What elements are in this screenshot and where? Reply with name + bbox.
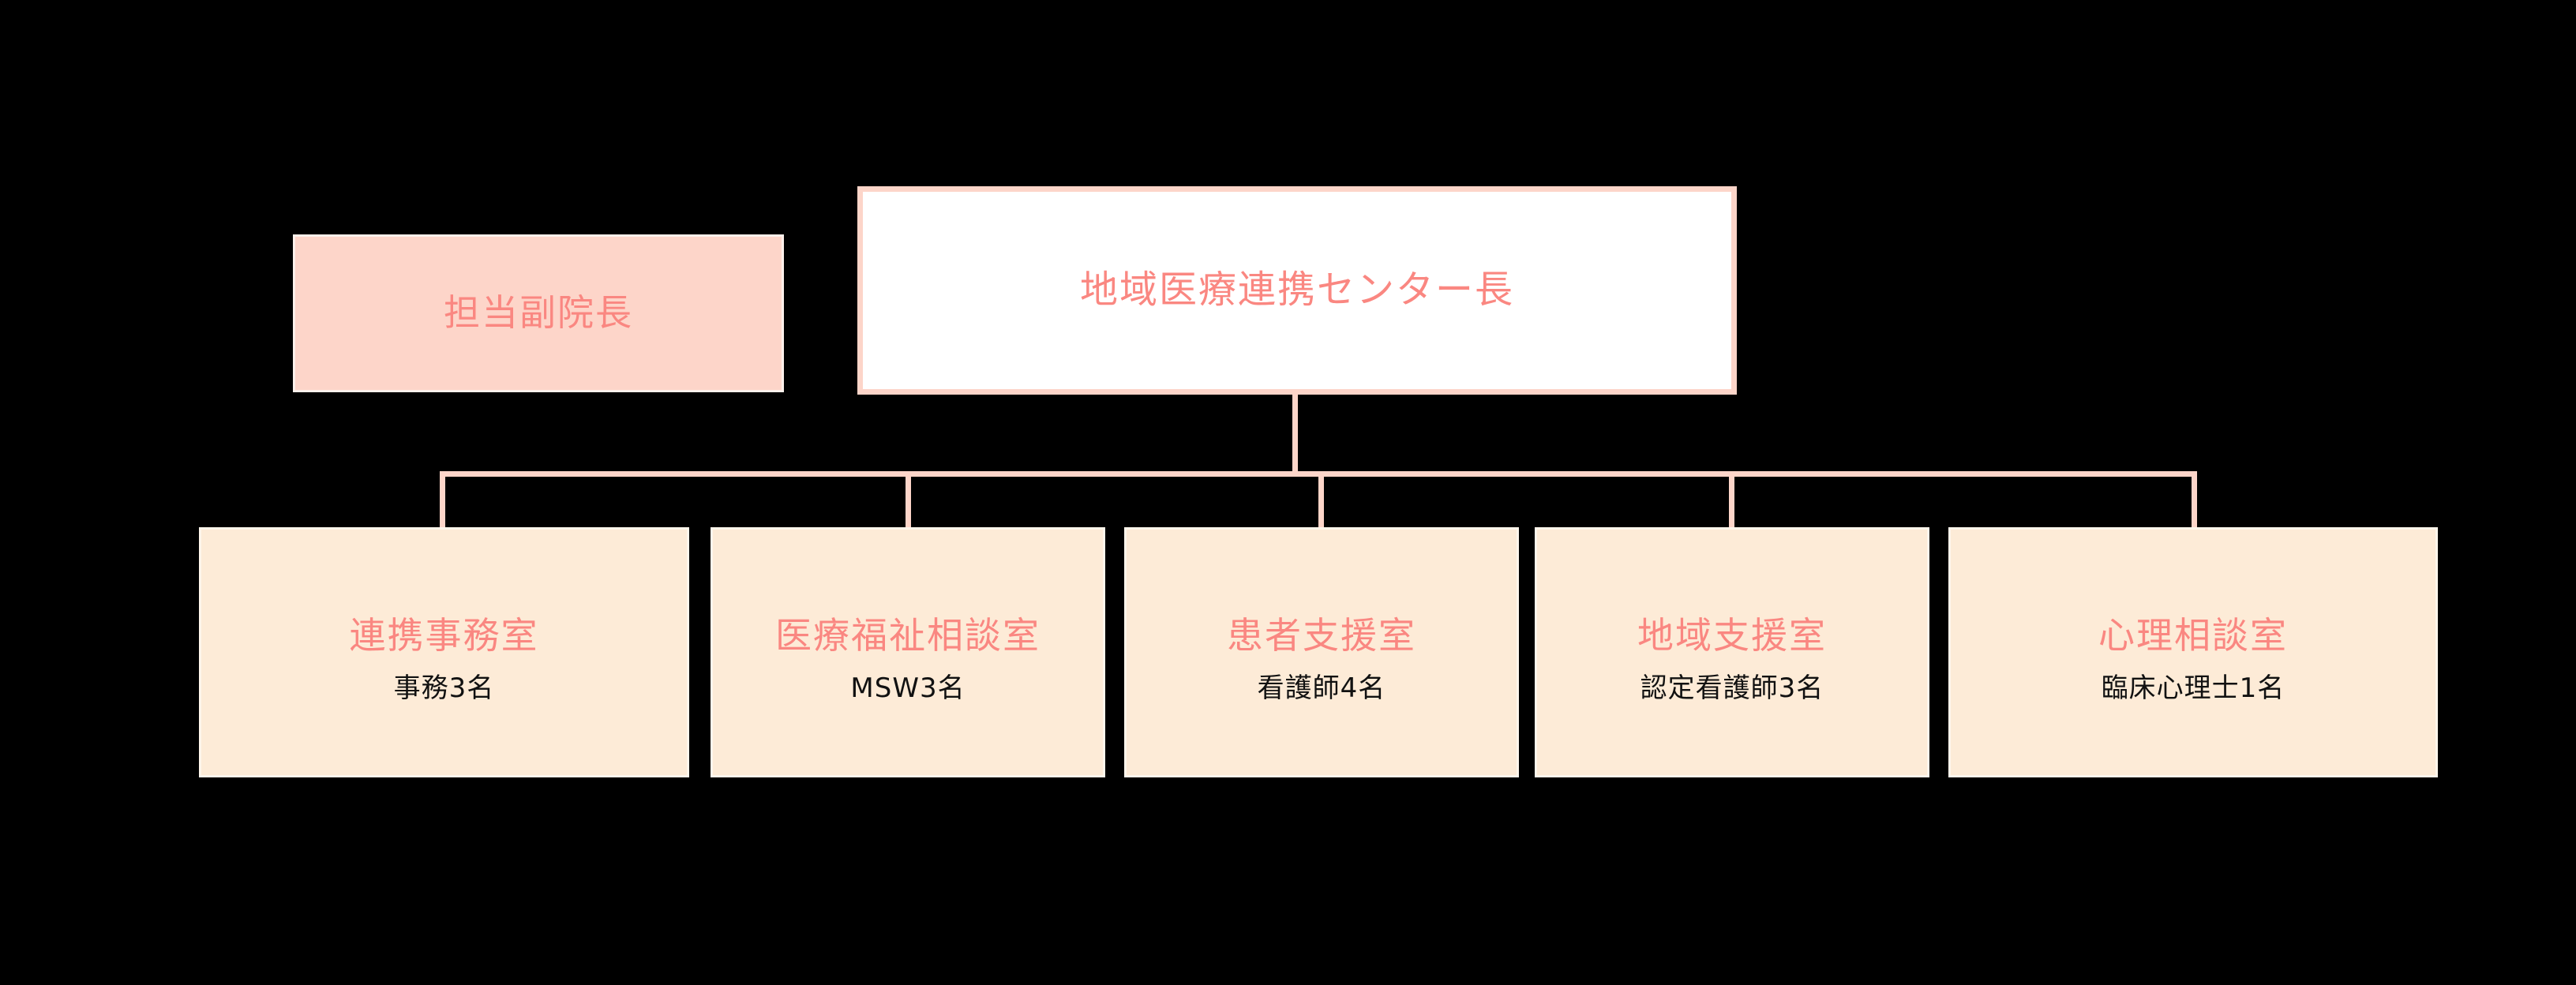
node-deputy-director[interactable]: 担当副院長	[293, 234, 784, 392]
node-department-1-staff: 事務3名	[393, 672, 495, 705]
node-center-director-title: 地域医療連携センター長	[1079, 268, 1514, 313]
node-department-4[interactable]: 地域支援室 認定看護師3名	[1535, 527, 1929, 777]
node-department-5[interactable]: 心理相談室 臨床心理士1名	[1948, 527, 2438, 777]
node-department-4-staff: 認定看護師3名	[1640, 672, 1824, 705]
node-department-1-title: 連携事務室	[349, 613, 539, 657]
connector-drop-4	[1729, 471, 1734, 530]
connector-drop-2	[906, 471, 911, 530]
node-department-2[interactable]: 医療福祉相談室 MSW3名	[711, 527, 1105, 777]
node-department-3-title: 患者支援室	[1227, 613, 1416, 657]
node-department-5-staff: 臨床心理士1名	[2101, 672, 2285, 705]
node-department-3[interactable]: 患者支援室 看護師4名	[1124, 527, 1519, 777]
node-department-5-title: 心理相談室	[2098, 613, 2288, 657]
node-department-4-title: 地域支援室	[1637, 613, 1827, 657]
node-center-director[interactable]: 地域医療連携センター長	[857, 186, 1737, 395]
node-department-1[interactable]: 連携事務室 事務3名	[199, 527, 689, 777]
node-department-3-staff: 看護師4名	[1257, 672, 1386, 705]
node-department-2-staff: MSW3名	[850, 672, 966, 705]
connector-drop-5	[2192, 471, 2197, 530]
node-deputy-director-title: 担当副院長	[444, 291, 633, 335]
connector-drop-1	[440, 471, 445, 530]
connector-root-stem	[1292, 395, 1298, 477]
connector-drop-3	[1318, 471, 1324, 530]
node-department-2-title: 医療福祉相談室	[775, 613, 1041, 657]
